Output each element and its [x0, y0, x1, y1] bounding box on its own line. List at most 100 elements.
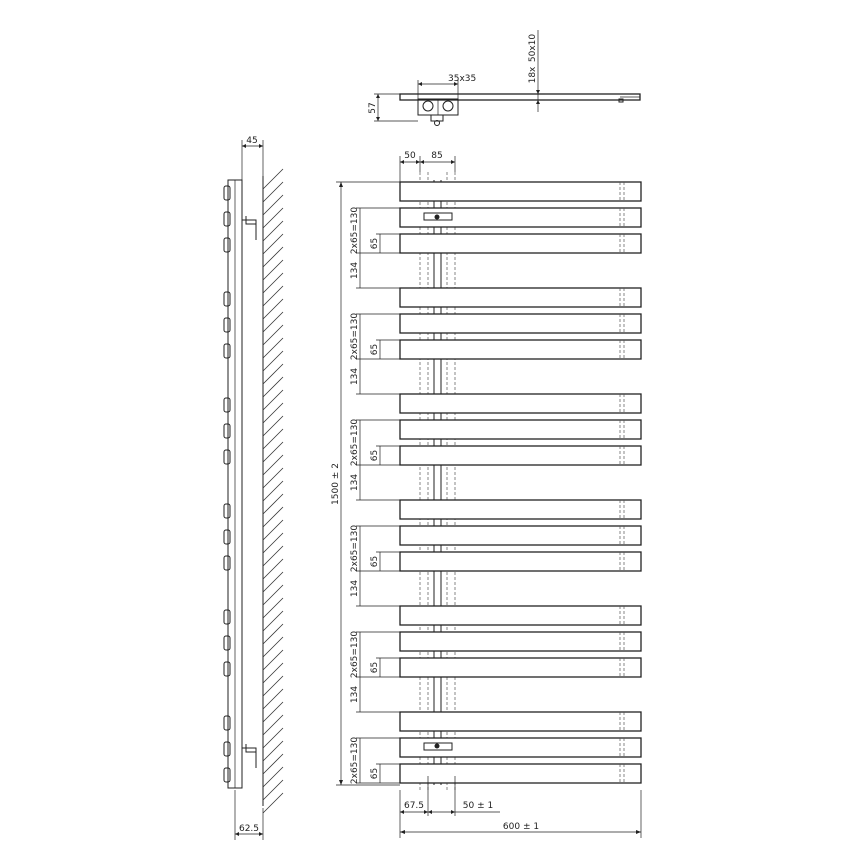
bar-end [223, 715, 231, 731]
bar-end [223, 661, 231, 677]
gap-dim-label: 134 [350, 474, 360, 491]
hatch-line [262, 675, 284, 697]
bar-end [223, 291, 231, 307]
hatch-line [262, 376, 284, 398]
spacing-dim-label: 65 [370, 238, 380, 249]
group-dim-label: 2x65=130 [350, 207, 360, 254]
radiator-bar [399, 631, 642, 652]
hatch-line [262, 259, 284, 281]
height-label: 1500 ± 2 [331, 463, 341, 505]
hatch-line [262, 727, 284, 749]
wall-offset-top-label: 45 [246, 136, 257, 146]
bar-end [223, 423, 231, 439]
bar-end [223, 317, 231, 333]
spacing-dim-label: 65 [370, 344, 380, 355]
hatch-line [262, 350, 284, 372]
bottom-dim-right-label: 50 ± 1 [463, 801, 493, 811]
hatch-line [262, 740, 284, 762]
hatch-line [262, 441, 284, 463]
hatch-line [262, 766, 284, 788]
bar-end [223, 449, 231, 465]
hatch-line [262, 649, 284, 671]
wall-offset-bottom-label: 62.5 [239, 824, 259, 834]
radiator-bar [399, 605, 642, 626]
hatch-line [262, 493, 284, 515]
hatch-line [262, 636, 284, 658]
gap-dim-label: 134 [350, 686, 360, 703]
hatch-line [262, 480, 284, 502]
hatch-line [262, 584, 284, 606]
hatch-line [262, 519, 284, 541]
group-dim-label: 2x65=130 [350, 419, 360, 466]
radiator-bar [399, 445, 642, 466]
hatch-line [262, 246, 284, 268]
radiator-bar [399, 313, 642, 334]
top-dim-left-label: 50 [404, 151, 416, 161]
hatch-line [262, 220, 284, 242]
bar-end [223, 609, 231, 625]
radiator-bar [399, 763, 642, 784]
hatch-line [262, 662, 284, 684]
hatch-line [262, 311, 284, 333]
gap-dim-label: 134 [350, 368, 360, 385]
hatch-line [262, 597, 284, 619]
gap-dim-label: 134 [350, 262, 360, 279]
hatch-line [262, 532, 284, 554]
hatch-line [262, 753, 284, 775]
radiator-bar [399, 737, 642, 758]
radiator-bar [399, 393, 642, 414]
top-view: 35x35 57 50x10 18x [368, 30, 641, 126]
hatch-line [262, 558, 284, 580]
hatch-line [262, 623, 284, 645]
depth-label: 57 [368, 102, 378, 113]
spacing-dim-label: 65 [370, 662, 380, 673]
bar-end [223, 185, 231, 201]
hatch-line [262, 324, 284, 346]
bar-thickness-label: 18x [528, 66, 538, 83]
radiator-bar [399, 657, 642, 678]
bar-end [223, 397, 231, 413]
width-label: 600 ± 1 [503, 822, 539, 832]
hatch-line [262, 402, 284, 424]
radiator-bar [399, 287, 642, 308]
hatch-line [262, 415, 284, 437]
hatch-line [262, 571, 284, 593]
gap-dim-label: 134 [350, 580, 360, 597]
hatch-line [262, 506, 284, 528]
hatch-line [262, 285, 284, 307]
group-dim-label: 2x65=130 [350, 737, 360, 784]
hatch-line [262, 454, 284, 476]
bar-end [223, 767, 231, 783]
hatch-line [262, 545, 284, 567]
hatch-line [262, 168, 284, 190]
radiator-bar [399, 551, 642, 572]
radiator-bar [399, 339, 642, 360]
group-dim-label: 2x65=130 [350, 631, 360, 678]
radiator-bar [399, 233, 642, 254]
bar-end [223, 635, 231, 651]
hatch-line [262, 194, 284, 216]
radiator-bar [399, 181, 642, 202]
bar-end [223, 555, 231, 571]
spacing-dim-label: 65 [370, 768, 380, 779]
bar-end [223, 211, 231, 227]
pipe-size-label: 35x35 [448, 74, 476, 84]
spacing-dim-label: 65 [370, 450, 380, 461]
hatch-line [262, 363, 284, 385]
hatch-line [262, 688, 284, 710]
wall-hatching [262, 168, 284, 814]
hatch-line [262, 207, 284, 229]
hatch-line [262, 701, 284, 723]
hatch-line [262, 181, 284, 203]
group-dim-label: 2x65=130 [350, 525, 360, 572]
bar-end [223, 529, 231, 545]
bar-end [223, 503, 231, 519]
hatch-line [262, 298, 284, 320]
hatch-line [262, 337, 284, 359]
radiator-bar [399, 419, 642, 440]
bottom-dim-left-label: 67.5 [404, 801, 424, 811]
bar-end [223, 741, 231, 757]
hatch-line [262, 467, 284, 489]
